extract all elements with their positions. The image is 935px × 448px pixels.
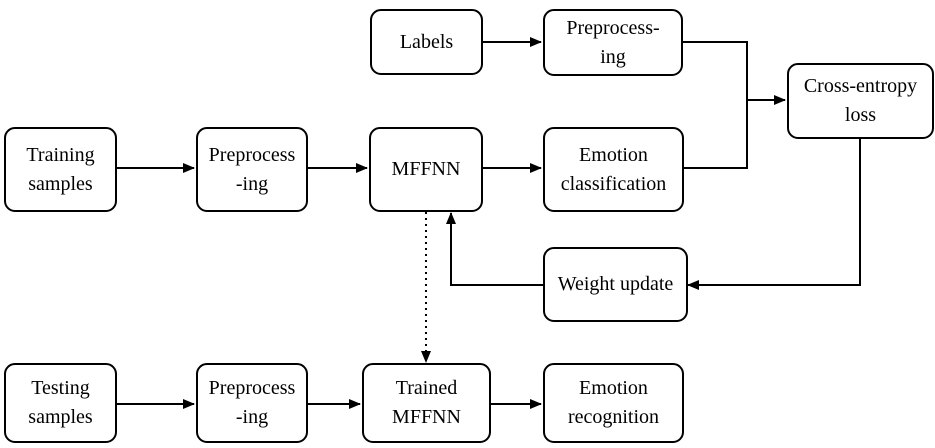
testing-samples-node: Testing samples <box>4 363 117 443</box>
testing-samples-node-label: Testing samples <box>28 377 93 428</box>
trained-mffnn-node: Trained MFFNN <box>362 363 491 443</box>
trained-mffnn-node-label: Trained MFFNN <box>392 377 461 428</box>
emotion-classification-node-label: Emotion classification <box>560 143 667 195</box>
weight-update-node: Weight update <box>543 247 688 322</box>
preprocessing-labels-node: Preprocess- ing <box>543 9 683 76</box>
cross-entropy-loss-node-label: Cross-entropy loss <box>803 75 918 126</box>
training-samples-node: Training samples <box>4 127 117 212</box>
preprocessing-training-node-label: Preprocess -ing <box>208 143 296 195</box>
labels-node-label: Labels <box>399 30 454 53</box>
weight-update-node-label: Weight update <box>557 273 674 295</box>
edge-weight-update-to-mffnn <box>446 212 543 286</box>
preprocessing-testing-node: Preprocess -ing <box>196 363 308 443</box>
preprocessing-labels-node-label: Preprocess- ing <box>566 16 660 68</box>
emotion-recognition-node: Emotion recognition <box>543 363 684 443</box>
training-samples-node-label: Training samples <box>26 143 95 195</box>
edge-preprocessing-to-loss <box>683 41 786 105</box>
edge-loss-to-weight-update <box>687 139 861 290</box>
preprocessing-testing-node-label: Preprocess -ing <box>208 377 296 428</box>
emotion-recognition-node-label: Emotion recognition <box>567 377 660 428</box>
preprocessing-training-node: Preprocess -ing <box>196 127 308 212</box>
emotion-classification-node: Emotion classification <box>543 127 684 212</box>
cross-entropy-loss-node: Cross-entropy loss <box>787 63 934 139</box>
mffnn-node-label: MFFNN <box>391 158 461 180</box>
labels-node: Labels <box>370 9 483 75</box>
mffnn-node: MFFNN <box>369 127 483 212</box>
edge-classification-to-loss <box>684 100 748 169</box>
